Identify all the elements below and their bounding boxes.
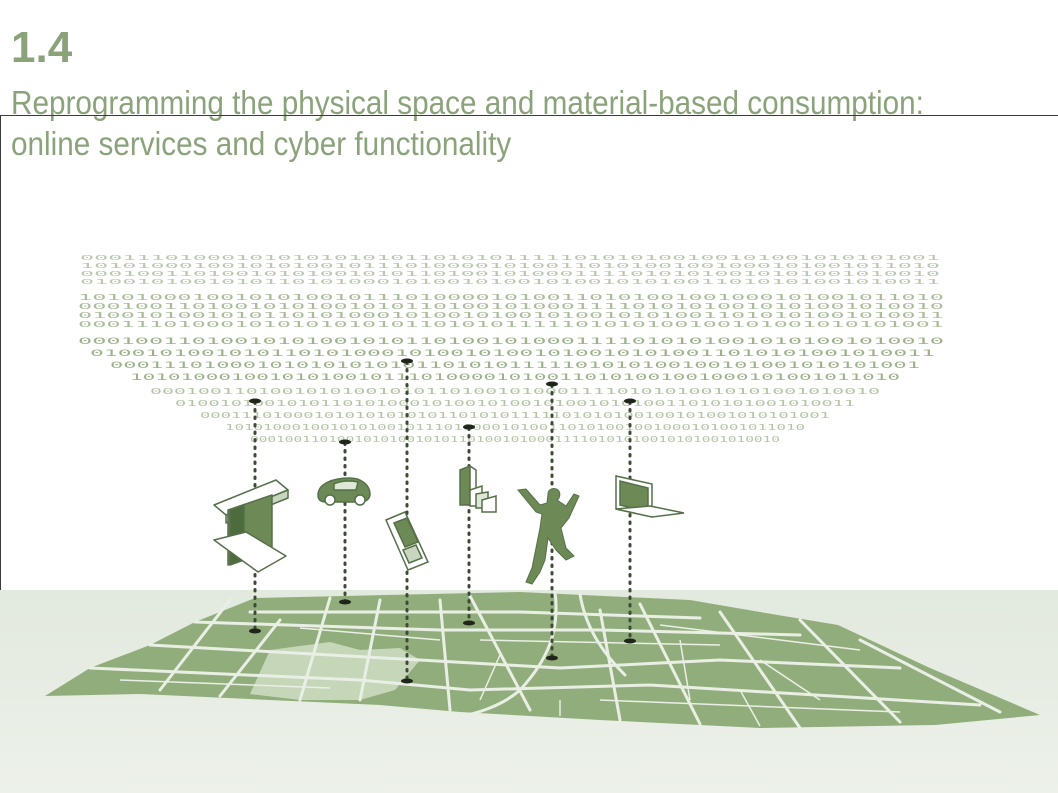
connection-cap (463, 620, 475, 626)
binary-layer-2: 1010100010010101001011101000010100110101… (78, 293, 945, 329)
building-icon (213, 479, 289, 573)
connection-cap (339, 439, 351, 445)
binary-row: 0001001101001010100101011010010100011110… (78, 302, 945, 311)
towers-icon (459, 464, 497, 513)
binary-row: 0001110100010101010101011010101111101010… (200, 411, 830, 420)
binary-row: 1010100010010101001011101000010100110101… (130, 373, 900, 383)
binary-row: 0100101001010110101000101001010010100101… (90, 349, 935, 359)
illustration: 0001110100010101010101011010101111101010… (0, 254, 1058, 793)
connection-cap (401, 358, 413, 364)
slide-frame-top (0, 115, 1058, 116)
binary-row: 1010100010010101001011101000010100110101… (80, 262, 940, 270)
binary-layer-1: 0001110100010101010101011010101111101010… (80, 254, 940, 286)
binary-row: 0001110100010101010101011010101111101010… (80, 254, 940, 262)
connection-cap (339, 599, 351, 605)
binary-row: 0001001101001010100101011010010100011110… (78, 337, 944, 347)
binary-row: 0001001101001010100101011010010100011110… (250, 435, 780, 444)
section-number: 1.4 (11, 23, 73, 72)
connection-caps (249, 358, 636, 684)
connection-cap (546, 381, 558, 387)
connection-cap (624, 398, 636, 404)
binary-row: 0001001101001010100101011010010100011110… (80, 270, 940, 278)
map-minor-streets (119, 624, 901, 727)
binary-layer-4: 0001001101001010100101011010010100011110… (150, 387, 880, 444)
binary-row: 0100101001010110101000101001010010100101… (175, 399, 855, 408)
binary-layer-3: 0001001101001010100101011010010100011110… (78, 337, 944, 383)
connection-cap (463, 424, 475, 430)
binary-row: 0100101001010110101000101001010010100101… (80, 278, 940, 286)
connection-cap (401, 678, 413, 684)
slide-frame-left (0, 115, 1, 793)
laptop-icon (615, 475, 685, 518)
binary-row: 1010100010010101001011101000010100110101… (225, 423, 805, 432)
binary-row: 0001110100010101010101011010101111101010… (110, 361, 920, 371)
connection-cap (249, 628, 261, 634)
car-icon (317, 477, 371, 506)
connection-cap (624, 638, 636, 644)
binary-row: 1010100010010101001011101000010100110101… (78, 293, 945, 302)
slide-title: Reprogramming the physical space and mat… (11, 82, 947, 164)
mobile-phone-icon (385, 511, 430, 571)
jumping-person-icon (517, 488, 580, 585)
connection-cap (546, 655, 558, 661)
map-streets (88, 590, 1002, 730)
binary-row: 0001001101001010100101011010010100011110… (150, 387, 880, 396)
slide-title-line-1: Reprogramming the physical space and mat… (11, 84, 924, 121)
binary-row: 0001110100010101010101011010101111101010… (78, 320, 945, 329)
connection-cap (249, 398, 261, 404)
cyber-layers: 0001110100010101010101011010101111101010… (78, 254, 945, 444)
binary-row: 0100101001010110101000101001010010100101… (78, 311, 945, 320)
slide-title-line-2: online services and cyber functionality (11, 125, 512, 162)
city-map (45, 590, 1040, 730)
